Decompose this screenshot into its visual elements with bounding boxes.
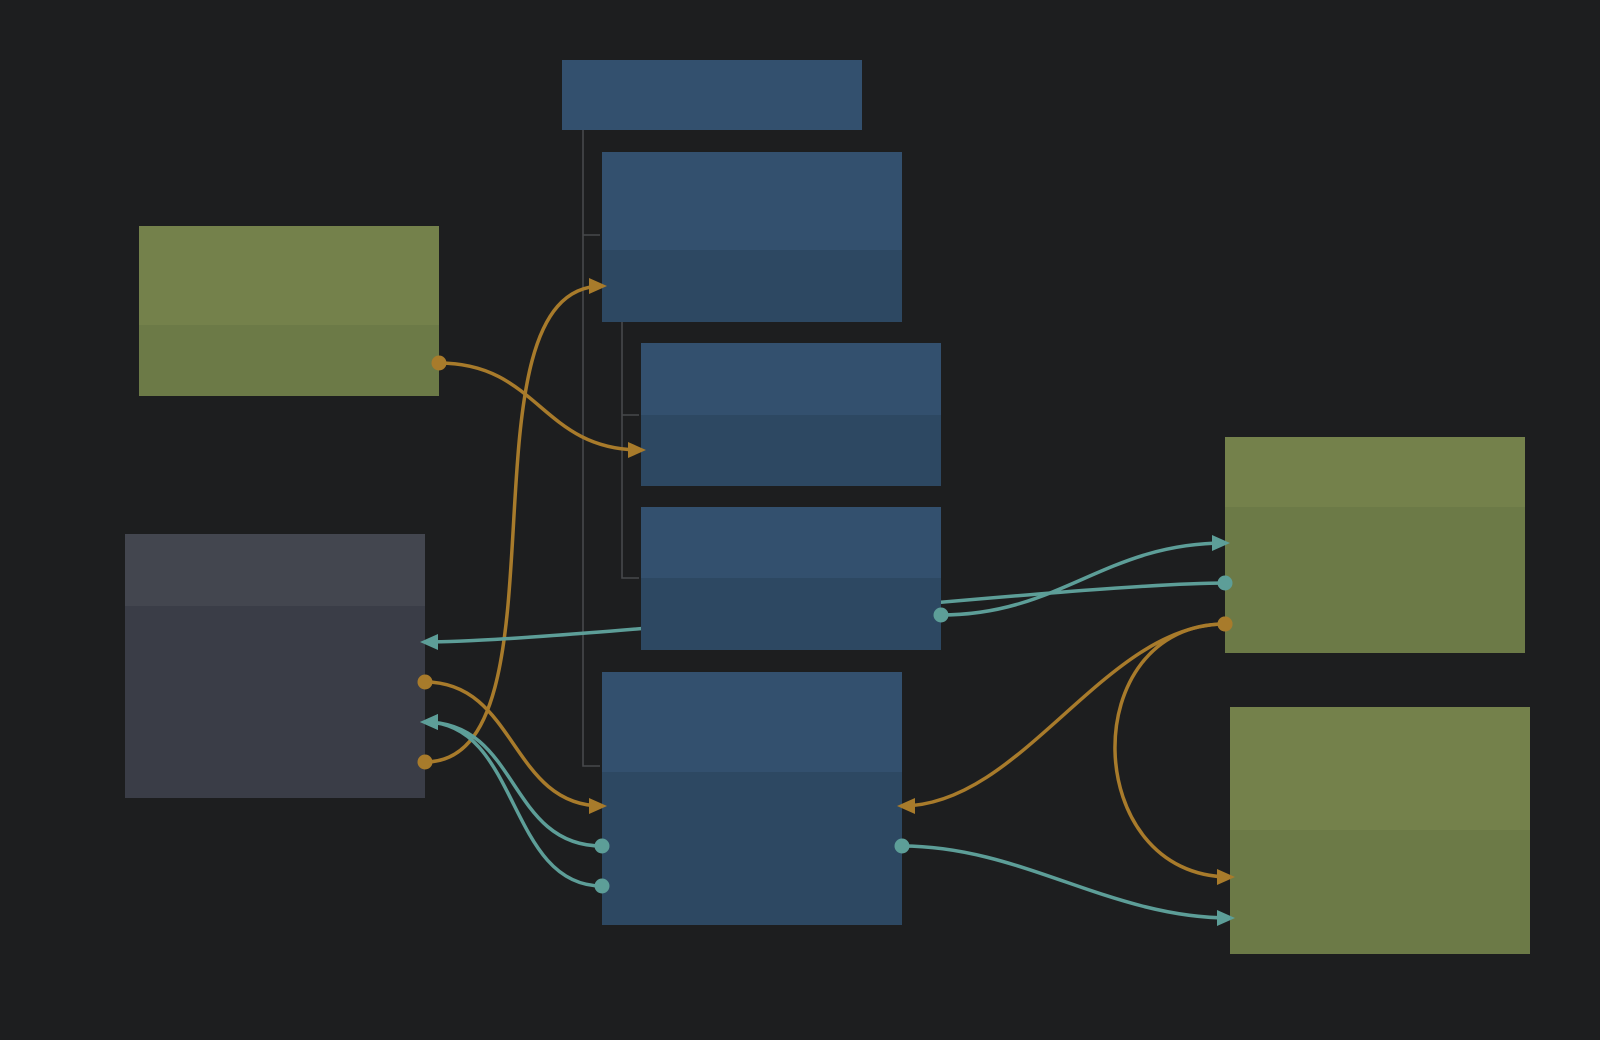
node-create-new-object[interactable] xyxy=(1225,437,1525,653)
node-repeater[interactable] xyxy=(641,343,941,486)
node-members-array[interactable] xyxy=(139,226,439,396)
edge-0-wire[interactable] xyxy=(437,361,643,452)
edge-2-wire[interactable] xyxy=(423,284,604,764)
node-header xyxy=(1225,437,1525,507)
node-header xyxy=(1230,707,1530,830)
edge-5-wire[interactable] xyxy=(900,622,1227,808)
hierarchy-line xyxy=(582,130,600,767)
edge-1-wire[interactable] xyxy=(423,680,604,808)
node-create[interactable] xyxy=(602,672,902,925)
edge-7-wire[interactable] xyxy=(900,844,1232,920)
node-members-list[interactable] xyxy=(602,152,902,322)
node-states[interactable] xyxy=(125,534,425,798)
node-header xyxy=(602,152,902,250)
node-header xyxy=(641,343,941,415)
edge-9-wire[interactable] xyxy=(423,720,604,888)
node-header xyxy=(139,226,439,325)
edge-8-wire[interactable] xyxy=(423,720,604,848)
node-header xyxy=(641,507,941,578)
node-members-insert[interactable] xyxy=(1230,707,1530,954)
node-header xyxy=(125,534,425,606)
edge-6-wire[interactable] xyxy=(1113,622,1232,879)
edge-3-wire[interactable] xyxy=(939,541,1227,617)
node-header xyxy=(562,60,862,130)
node-header xyxy=(602,672,902,772)
node-group[interactable] xyxy=(562,60,862,130)
node-button[interactable] xyxy=(641,507,941,650)
